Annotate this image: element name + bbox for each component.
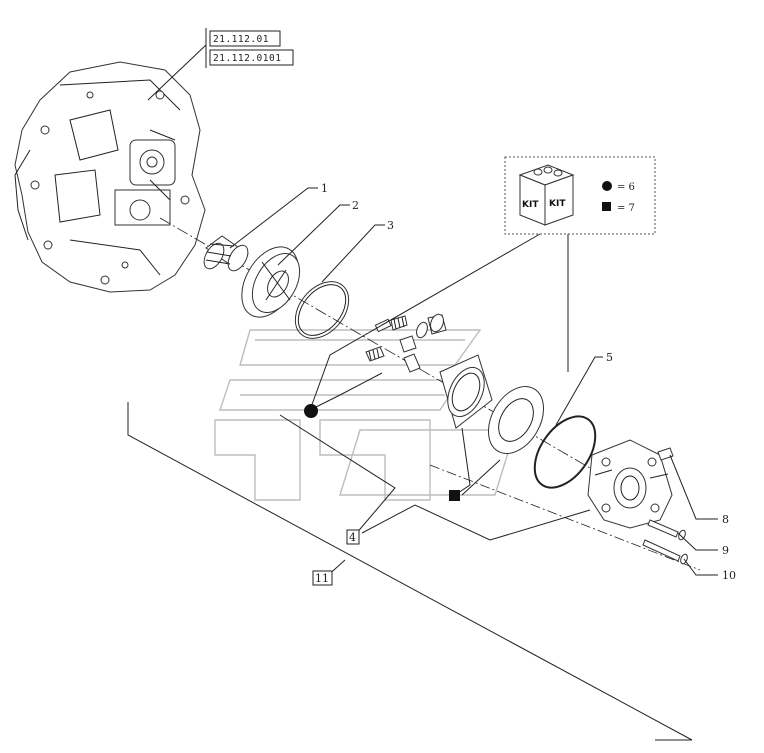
circle-symbol-icon xyxy=(602,181,612,191)
ref-code-1: 21.112.01 xyxy=(213,34,269,45)
friction-plate xyxy=(439,354,493,429)
thrust-washer-inner xyxy=(498,398,534,442)
valve-components xyxy=(365,313,447,373)
kit-icon: KIT KIT xyxy=(518,164,575,226)
callout-3: 3 xyxy=(387,219,394,232)
watermark-logo xyxy=(214,329,516,501)
ref-leader xyxy=(147,44,207,101)
part-8-screw xyxy=(657,447,674,461)
square-symbol-icon xyxy=(602,202,611,211)
kit-label-right: KIT xyxy=(549,199,566,209)
callout-2: 2 xyxy=(352,199,359,212)
pump-cover xyxy=(587,439,673,529)
callout-1: 1 xyxy=(321,182,328,195)
thrust-washer xyxy=(488,386,544,454)
part-3-snap-ring xyxy=(294,281,350,339)
square-legend-text: = 7 xyxy=(617,203,635,214)
part-9-bolt xyxy=(647,519,686,541)
ref-box-1 xyxy=(209,30,281,47)
ref-box-2 xyxy=(209,49,294,66)
callout-9: 9 xyxy=(722,544,729,557)
part-1-gear xyxy=(203,235,249,272)
circle-legend-text: = 6 xyxy=(617,182,635,193)
part-10-bolt xyxy=(642,539,688,565)
callout-4: 4 xyxy=(349,531,356,544)
part-5-o-ring xyxy=(533,415,597,489)
callout-box-11 xyxy=(312,570,333,586)
callout-leaders xyxy=(127,187,718,741)
transmission-housing xyxy=(14,61,206,293)
callout-8: 8 xyxy=(722,513,729,526)
kit-label-left: KIT xyxy=(522,200,539,210)
part-3-snap-ring-inner xyxy=(297,284,347,336)
circle-marker-icon xyxy=(304,404,318,418)
square-marker-icon xyxy=(449,490,460,501)
callout-5: 5 xyxy=(606,351,613,364)
callout-10: 10 xyxy=(722,569,736,582)
part-2-pump-disc xyxy=(241,246,301,318)
callout-11: 11 xyxy=(315,572,329,585)
callout-box-4 xyxy=(346,529,360,545)
ref-code-2: 21.112.0101 xyxy=(213,53,281,64)
